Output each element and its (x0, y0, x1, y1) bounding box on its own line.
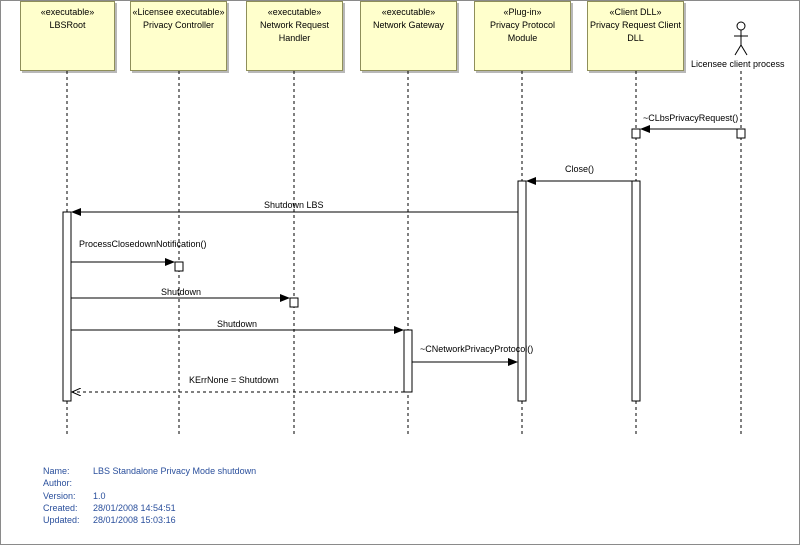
lifeline-privacy-request-client-dll: «Client DLL» Privacy Request Client DLL (587, 1, 684, 71)
lifeline-lbsroot: «executable» LBSRoot (20, 1, 115, 71)
lifeline-privacy-protocol-module: «Plug-in» Privacy Protocol Module (474, 1, 571, 71)
message-label: Shutdown LBS (264, 200, 324, 210)
activation-bar (631, 128, 641, 139)
message-label: KErrNone = Shutdown (189, 375, 279, 385)
metadata-value: LBS Standalone Privacy Mode shutdown (93, 466, 257, 476)
activation-bar (403, 329, 413, 393)
metadata-row-name: Name: LBS Standalone Privacy Mode shutdo… (43, 465, 256, 477)
diagram-metadata: Name: LBS Standalone Privacy Mode shutdo… (43, 465, 256, 526)
metadata-label: Author: (43, 478, 73, 489)
metadata-row-version: Version: 1.0 (43, 490, 256, 502)
lifeline-name: LBSRoot (49, 20, 86, 30)
metadata-row-updated: Updated: 28/01/2008 15:03:16 (43, 514, 256, 526)
message-label: Shutdown (217, 319, 257, 329)
activation-bar (62, 211, 72, 402)
lifeline-stereotype: «Plug-in» (503, 7, 542, 17)
lifeline-stereotype: «Client DLL» (609, 7, 662, 17)
lifeline-name: Network Gateway (372, 20, 445, 30)
metadata-label: Updated: (43, 515, 80, 526)
metadata-row-created: Created: 28/01/2008 14:54:51 (43, 502, 256, 514)
lifeline-stereotype: «executable» (381, 7, 436, 17)
metadata-label: Name: (43, 466, 70, 476)
metadata-value: 28/01/2008 15:03:16 (93, 515, 176, 526)
lifeline-privacy-controller: «Licensee executable» Privacy Controller (130, 1, 227, 71)
lifeline-network-request-handler: «executable» Network Request Handler (246, 1, 343, 71)
stick-figure-icon (734, 21, 748, 56)
actor-name: Licensee client process (691, 59, 785, 69)
metadata-row-author: Author: (43, 477, 256, 489)
activation-bar (289, 297, 299, 308)
metadata-value: 1.0 (93, 490, 106, 501)
lifeline-name: Privacy Request Client DLL (589, 20, 682, 43)
metadata-label: Created: (43, 502, 78, 513)
message-label: ~CNetworkPrivacyProtocol() (420, 344, 533, 354)
lifeline-stereotype: «executable» (267, 7, 322, 17)
message-label: ~CLbsPrivacyRequest() (643, 113, 738, 123)
message-label: Shutdown (161, 287, 201, 297)
message-label: ProcessClosedownNotification() (79, 239, 207, 249)
lifeline-stereotype: «executable» (40, 7, 95, 17)
metadata-value: 28/01/2008 14:54:51 (93, 502, 176, 513)
activation-bar (174, 261, 184, 272)
lifeline-name: Network Request Handler (259, 20, 330, 43)
lifeline-name: Privacy Controller (142, 20, 215, 30)
activation-bar (631, 180, 641, 402)
activation-bar (736, 128, 746, 139)
activation-bar (517, 180, 527, 402)
lifeline-stereotype: «Licensee executable» (132, 7, 225, 17)
lifeline-network-gateway: «executable» Network Gateway (360, 1, 457, 71)
lifeline-name: Privacy Protocol Module (489, 20, 556, 43)
metadata-label: Version: (43, 490, 76, 501)
message-label: Close() (565, 164, 594, 174)
